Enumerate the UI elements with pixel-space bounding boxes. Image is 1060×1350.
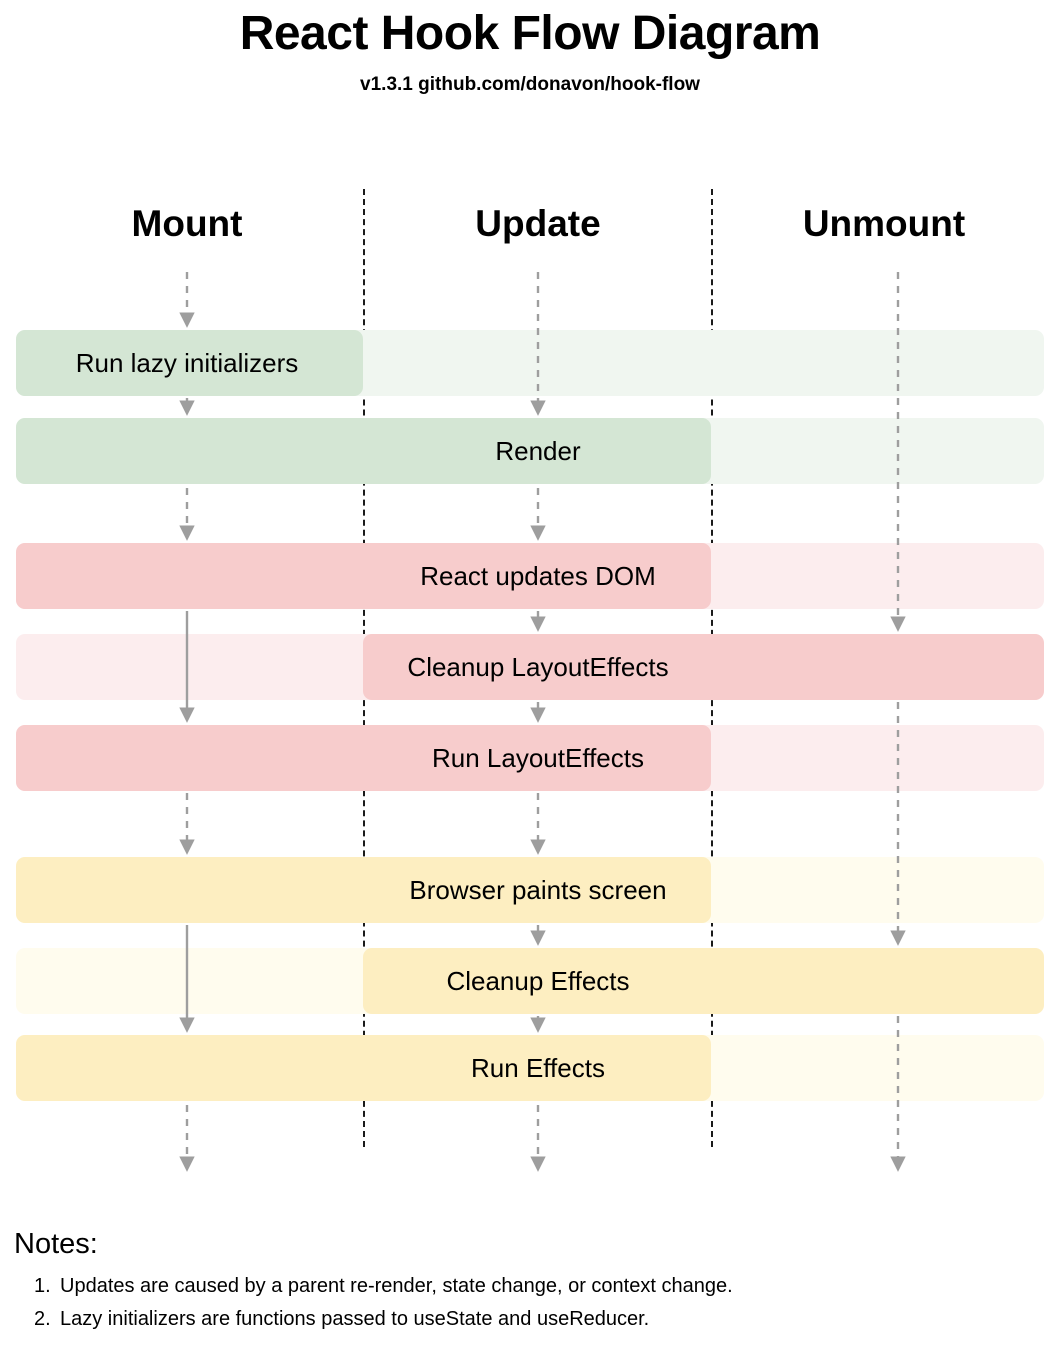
page-subtitle: v1.3.1 github.com/donavon/hook-flow [360,74,700,95]
note-text: Lazy initializers are functions passed t… [60,1308,650,1330]
note-text: Updates are caused by a parent re-render… [60,1275,733,1297]
phase-row-run-layouteffects: Run LayoutEffects [0,725,1060,791]
note-item: 1. Updates are caused by a parent re-rend… [34,1275,1044,1298]
column-heading-unmount: Unmount [802,203,966,244]
column-heading-update: Update [475,203,601,244]
notes-section: Notes: 1. Updates are caused by a parent … [14,1228,1044,1341]
row-label-browser-paints-screen: Browser paints screen [409,874,667,905]
note-item: 2. Lazy initializers are functions passed… [34,1308,1044,1331]
page-title: React Hook Flow Diagram [239,7,821,60]
row-label-run-lazy-initializers: Run lazy initializers [75,347,299,378]
phase-row-browser-paints-screen: Browser paints screen [0,857,1060,923]
row-label-react-updates-dom: React updates DOM [420,560,656,591]
phase-row-cleanup-layouteffects: Cleanup LayoutEffects [0,634,1060,700]
phase-row-run-effects: Run Effects [0,1035,1060,1101]
row-label-cleanup-layouteffects: Cleanup LayoutEffects [407,651,669,682]
phase-row-react-updates-dom: React updates DOM [0,543,1060,609]
phase-row-cleanup-effects: Cleanup Effects [0,948,1060,1014]
row-band-active-react-updates-dom [16,543,711,609]
row-band-active-cleanup-layouteffects [363,634,1044,700]
row-band-active-run-layouteffects [16,725,711,791]
note-number: 2. [34,1308,51,1330]
phase-row-run-lazy-initializers: Run lazy initializers [0,330,1060,396]
row-label-run-effects: Run Effects [471,1052,605,1083]
note-number: 1. [34,1275,51,1297]
row-band-active-cleanup-effects [363,948,1044,1014]
notes-list: 1. Updates are caused by a parent re-rend… [14,1275,1044,1331]
row-label-cleanup-effects: Cleanup Effects [446,965,630,996]
row-label-render: Render [495,435,581,466]
diagram-area: Mount Update Unmount Run lazy initializers… [0,189,1060,1172]
row-band-active-browser-paints-screen [16,857,711,923]
column-heading-mount: Mount [131,203,243,244]
row-band-active-render [16,418,711,484]
row-label-run-layouteffects: Run LayoutEffects [432,742,644,773]
phase-row-render: Render [0,418,1060,484]
notes-heading: Notes: [14,1228,98,1260]
row-band-active-run-lazy-initializers [16,330,363,396]
row-band-active-run-effects [16,1035,711,1101]
